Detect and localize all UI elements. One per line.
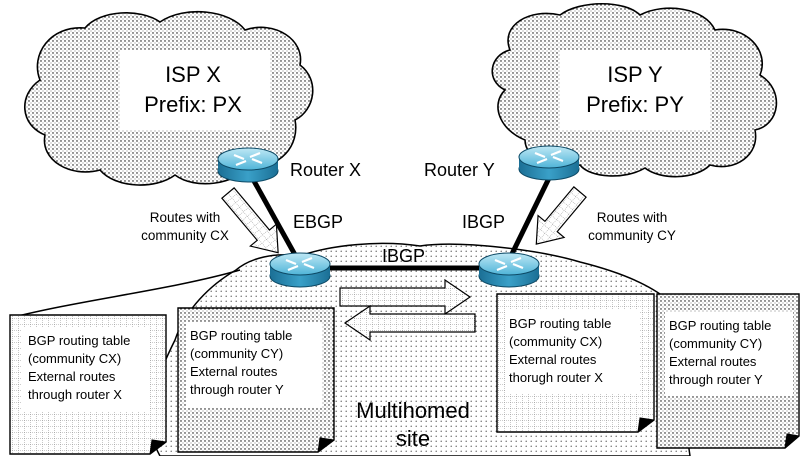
community-cx-line1: Routes with bbox=[150, 210, 221, 225]
table3-line2: (community CX) bbox=[509, 334, 602, 349]
ibgp-right-label: IBGP bbox=[462, 212, 505, 232]
internal-router-right-icon bbox=[478, 252, 540, 288]
table3-line4: thorugh router X bbox=[509, 370, 603, 385]
ebgp-link bbox=[246, 170, 302, 264]
site-label-line2: site bbox=[396, 426, 430, 451]
routing-table-doc-2 bbox=[177, 307, 335, 453]
table4-line2: (community CY) bbox=[669, 336, 762, 351]
table2-line4: through router Y bbox=[190, 382, 284, 397]
isp-y-name: ISP Y bbox=[607, 62, 663, 87]
table2-line2: (community CY) bbox=[190, 346, 283, 361]
community-cx-line2: community CX bbox=[141, 228, 229, 243]
isp-x-label-box bbox=[120, 50, 270, 130]
ebgp-label: EBGP bbox=[293, 212, 343, 232]
ibgp-middle-label: IBGP bbox=[382, 246, 425, 266]
router-y-label: Router Y bbox=[424, 160, 495, 180]
isp-y-label-box bbox=[560, 50, 710, 130]
exchange-arrow-left bbox=[343, 304, 476, 342]
table3-line1: BGP routing table bbox=[509, 316, 611, 331]
routing-table-doc-1 bbox=[9, 314, 167, 455]
table3-line3: External routes bbox=[509, 352, 597, 367]
isp-y-prefix: Prefix: PY bbox=[586, 92, 684, 117]
table1-line4: through router X bbox=[28, 387, 122, 402]
ibgp-link-right bbox=[505, 170, 555, 264]
router-y-icon bbox=[518, 145, 580, 181]
table4-line1: BGP routing table bbox=[669, 318, 771, 333]
router-x-label: Router X bbox=[290, 160, 361, 180]
routing-table-doc-3 bbox=[496, 293, 655, 433]
community-cy-arrow bbox=[535, 186, 587, 245]
table2-line1: BGP routing table bbox=[190, 328, 292, 343]
table4-line3: External routes bbox=[669, 354, 757, 369]
community-cy-line2: community CY bbox=[588, 228, 676, 243]
site-boundary-left bbox=[9, 269, 241, 319]
isp-x-name: ISP X bbox=[165, 62, 221, 87]
site-label-line1: Multihomed bbox=[356, 398, 470, 423]
table2-line3: External routes bbox=[190, 364, 278, 379]
isp-x-prefix: Prefix: PX bbox=[144, 92, 242, 117]
internal-router-left-icon bbox=[269, 252, 331, 288]
routing-table-doc-4 bbox=[656, 293, 800, 449]
exchange-arrow-right bbox=[339, 278, 472, 316]
table1-line1: BGP routing table bbox=[28, 333, 130, 348]
table1-line3: External routes bbox=[28, 369, 116, 384]
table1-line2: (community CX) bbox=[28, 351, 121, 366]
table4-line4: through router Y bbox=[669, 372, 763, 387]
router-x-icon bbox=[217, 147, 279, 183]
community-cy-line1: Routes with bbox=[597, 210, 668, 225]
community-cx-arrow bbox=[221, 187, 279, 254]
